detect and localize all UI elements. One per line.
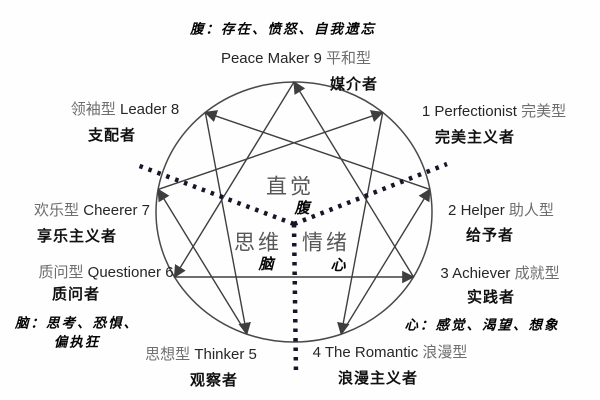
type-8-alias: 支配者: [87, 126, 137, 144]
type-7-label: 欢乐型 Cheerer 7: [34, 201, 150, 220]
type-7-chinese: 欢乐型: [34, 202, 80, 219]
type-7-alias: 享乐主义者: [36, 227, 118, 245]
annotation-brain-line1: 脑：思考、恐惧、: [15, 315, 139, 332]
type-9-alias: 媒介者: [329, 75, 379, 93]
type-2-alias: 给予者: [465, 226, 515, 244]
type-1-label: 1 Perfectionist 完美型: [421, 102, 567, 121]
center-emotion-word: 情绪: [302, 230, 350, 255]
type-1-english: 1 Perfectionist: [421, 102, 517, 120]
type-2-english: 2 Helper: [448, 201, 505, 219]
enneagram-edges: [157, 80, 431, 336]
type-1-chinese: 完美型: [521, 103, 567, 120]
type-3-english: 3 Achiever: [440, 264, 511, 282]
annotation-brain-line2: 偏执狂: [53, 334, 101, 351]
type-4-english: 4 The Romantic: [312, 343, 419, 361]
type-4-label: 4 The Romantic 浪漫型: [312, 343, 468, 362]
triad-divider-2: [291, 223, 299, 375]
enneagram-edge-9-6: [173, 81, 295, 279]
center-intuition-organ: 腹: [294, 198, 310, 217]
type-4-alias: 浪漫主义者: [337, 369, 419, 387]
annotation-heart: 心：感觉、渴望、想象: [404, 317, 560, 334]
enneagram-edge-3-9: [293, 80, 415, 278]
type-5-english: Thinker 5: [194, 345, 257, 363]
type-5-alias: 观察者: [189, 371, 239, 389]
type-9-label: Peace Maker 9 平和型: [220, 49, 372, 68]
enneagram-edge-1-4: [337, 112, 384, 336]
type-3-label: 3 Achiever 成就型: [440, 264, 560, 283]
center-emotion-organ: 心: [330, 255, 346, 274]
type-7-english: Cheerer 7: [83, 201, 150, 219]
type-6-english: Questioner 6: [87, 263, 174, 281]
type-4-chinese: 浪漫型: [422, 344, 468, 361]
enneagram-edge-7-1: [157, 110, 384, 191]
type-5-label: 思想型 Thinker 5: [145, 345, 257, 364]
type-3-chinese: 成就型: [514, 265, 560, 282]
center-thinking-organ: 脑: [258, 254, 274, 273]
enneagram-edge-4-2: [340, 188, 431, 335]
enneagram-edge-5-7: [157, 188, 248, 335]
triad-divider-dotted-lines: [136, 161, 448, 375]
type-9-chinese: 平和型: [326, 50, 372, 67]
triad-divider-1: [293, 161, 448, 227]
type-8-english: Leader 8: [119, 100, 180, 118]
enneagram-edge-2-8: [204, 110, 431, 191]
type-1-alias: 完美主义者: [434, 128, 516, 146]
enneagram-edge-8-5: [204, 112, 251, 336]
type-9-english: Peace Maker 9: [220, 49, 322, 67]
type-6-chinese: 质问型: [38, 264, 84, 281]
type-8-label: 领袖型 Leader 8: [70, 100, 180, 119]
type-6-label: 质问型 Questioner 6: [38, 263, 174, 282]
type-6-alias: 质问者: [51, 285, 101, 303]
center-thinking-word: 思维: [234, 230, 282, 255]
annotation-belly: 腹：存在、愤怒、自我遗忘: [190, 21, 376, 38]
type-8-chinese: 领袖型: [70, 101, 116, 118]
type-2-chinese: 助人型: [508, 202, 554, 219]
type-2-label: 2 Helper 助人型: [448, 201, 554, 220]
type-5-chinese: 思想型: [145, 346, 191, 363]
center-intuition-word: 直觉: [266, 174, 314, 199]
type-3-alias: 实践者: [466, 288, 516, 306]
